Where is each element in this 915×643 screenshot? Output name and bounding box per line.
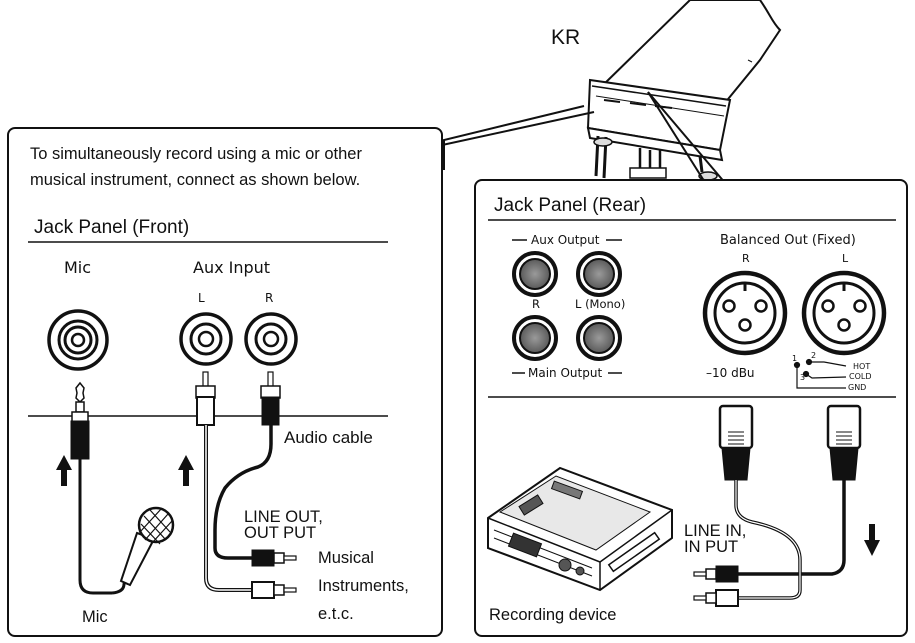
line-in-label-line2: IN PUT xyxy=(684,538,738,556)
aux-input-l-jack xyxy=(179,312,233,366)
front-intro-line2: musical instrument, connect as shown bel… xyxy=(30,171,360,189)
xlr-output-jack-l xyxy=(801,270,887,356)
mic-jack-label: Mic xyxy=(64,258,91,277)
aux-input-r-label: R xyxy=(265,291,273,305)
mic-input-jack xyxy=(47,309,109,371)
hot-label: HOT xyxy=(853,362,870,371)
pin-2-label: 2 xyxy=(811,351,816,360)
rear-cable-white-core xyxy=(735,480,801,599)
aux-input-l-label: L xyxy=(198,291,205,305)
aux-input-r-jack xyxy=(244,312,298,366)
main-output-label: Main Output xyxy=(528,366,602,380)
xlr-pin-diagram xyxy=(793,358,847,389)
pin-1-label: 1 xyxy=(792,354,797,363)
rear-panel-title: Jack Panel (Rear) xyxy=(494,195,646,216)
mic-label: Mic xyxy=(82,608,108,626)
arrow-up-icon xyxy=(178,455,194,486)
gnd-label: GND xyxy=(848,383,866,392)
balanced-out-r-label: R xyxy=(742,252,750,265)
aux-output-label: Aux Output xyxy=(531,233,600,247)
front-intro-line1: To simultaneously record using a mic or … xyxy=(30,145,362,163)
arrow-down-icon xyxy=(864,524,880,556)
main-output-jack-r xyxy=(512,315,558,361)
balanced-out-l-label: L xyxy=(842,252,849,265)
instrument-plug-white xyxy=(251,581,297,599)
arrow-up-icon xyxy=(56,455,72,486)
recording-device-label: Recording device xyxy=(489,606,617,624)
pin-3-label: 3 xyxy=(800,373,805,382)
recording-device-illustration xyxy=(487,466,673,592)
piano-model-label: KR xyxy=(551,26,580,49)
main-output-l-label: L (Mono) xyxy=(575,297,625,311)
grand-piano-illustration xyxy=(586,0,782,181)
instruments-label-line2: Instruments, xyxy=(318,577,409,595)
instruments-label-line1: Musical xyxy=(318,549,374,567)
rca-plug-right xyxy=(260,371,281,426)
main-output-jack-l xyxy=(576,315,622,361)
front-panel-box xyxy=(7,127,443,637)
aux-output-jack-r xyxy=(512,251,558,297)
audio-cable-label: Audio cable xyxy=(284,428,373,447)
xlr-plug-right xyxy=(718,404,754,481)
front-cables xyxy=(78,425,273,595)
xlr-plug-left xyxy=(826,404,862,481)
main-output-r-label: R xyxy=(532,297,540,311)
line-in-label-line1: LINE IN, xyxy=(684,522,746,540)
balanced-out-label: Balanced Out (Fixed) xyxy=(720,233,856,248)
recorder-plug-black xyxy=(693,565,739,583)
microphone-illustration xyxy=(111,506,175,595)
instrument-plug-black xyxy=(251,549,297,567)
rca-plug-left xyxy=(195,371,216,426)
line-out-label-line2: OUT PUT xyxy=(244,524,316,542)
aux-output-jack-l xyxy=(576,251,622,297)
recorder-plug-white xyxy=(693,589,739,607)
aux-input-label: Aux Input xyxy=(193,258,270,277)
instruments-label-line3: e.t.c. xyxy=(318,605,354,623)
line-out-label-line1: LINE OUT, xyxy=(244,508,323,526)
front-panel-title: Jack Panel (Front) xyxy=(34,217,189,238)
output-level-label: –10 dBu xyxy=(706,366,755,380)
xlr-output-jack-r xyxy=(702,270,788,356)
cold-label: COLD xyxy=(849,372,872,381)
